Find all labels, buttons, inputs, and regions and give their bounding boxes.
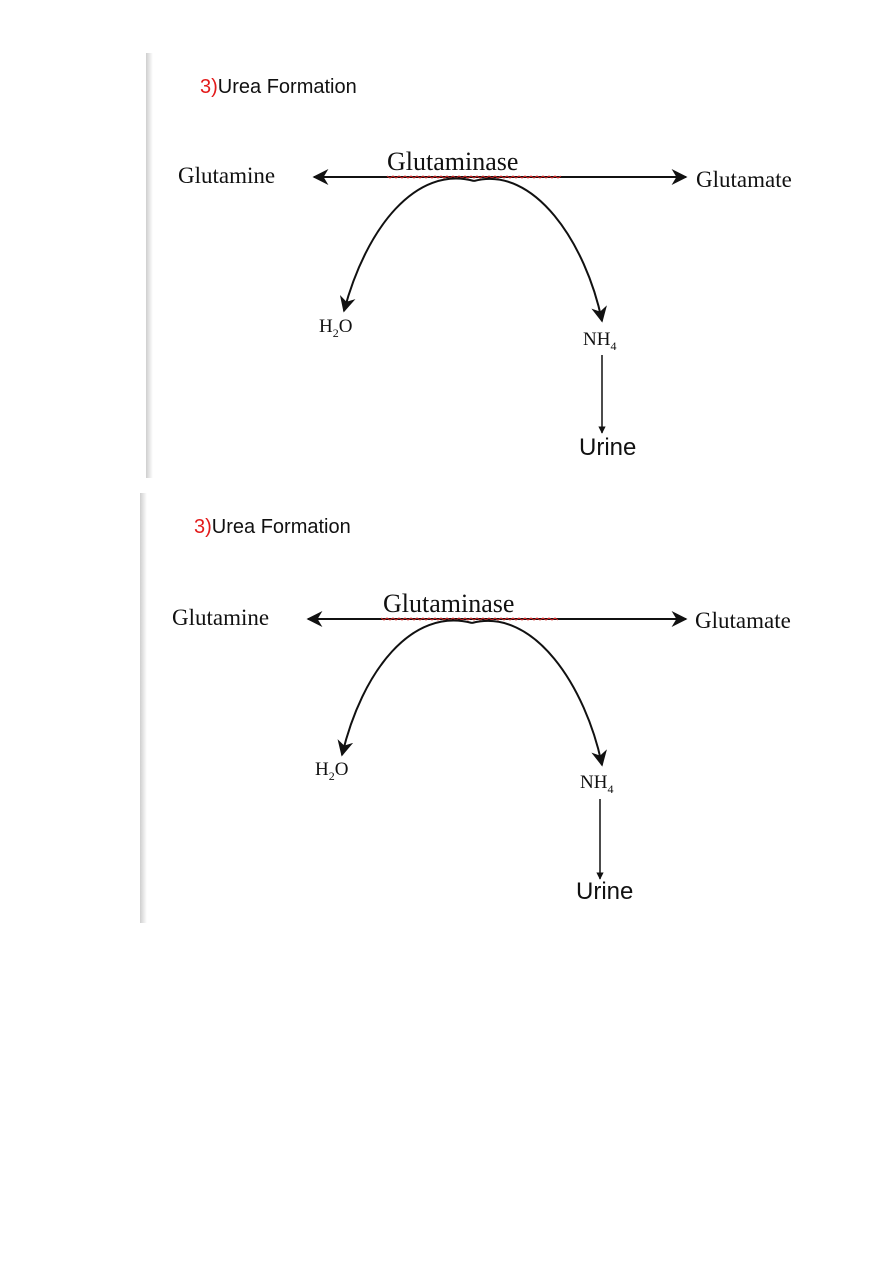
enzyme-label: Glutaminase <box>383 589 514 618</box>
product-label: Glutamate <box>695 608 791 633</box>
reaction-figure-2: 3)Urea Formation Glutamine Glutaminase G… <box>140 493 830 923</box>
excretion-label: Urine <box>576 878 633 905</box>
curved-arrow-ammonium <box>473 178 607 323</box>
figure-title: 3)Urea Formation <box>194 516 351 539</box>
water-label: H2O <box>319 316 352 340</box>
curved-arrow-ammonium <box>471 620 607 767</box>
spellcheck-underline <box>380 617 559 621</box>
excretion-label: Urine <box>579 434 636 461</box>
title-text: Urea Formation <box>211 516 351 538</box>
product-label: Glutamate <box>696 167 792 192</box>
water-label: H2O <box>315 759 348 783</box>
figure-left-border <box>146 53 153 478</box>
ammonium-label: NH4 <box>580 772 613 796</box>
title-number: 3) <box>194 516 212 538</box>
substrate-label: Glutamine <box>178 163 275 188</box>
title-number: 3) <box>200 76 218 98</box>
spellcheck-underline <box>386 175 562 179</box>
reaction-diagram: Glutamine Glutaminase Glutamate H2O NH4 … <box>172 589 791 905</box>
substrate-label: Glutamine <box>172 605 269 630</box>
figure-left-border <box>140 493 147 923</box>
reaction-diagram: Glutamine Glutaminase Glutamate H2O NH4 … <box>178 147 792 461</box>
title-text: Urea Formation <box>217 76 357 98</box>
enzyme-label: Glutaminase <box>387 147 518 176</box>
curved-arrow-water <box>339 177 475 313</box>
reaction-figure-1: 3)Urea Formation Glutamine Glutaminase G… <box>146 53 826 478</box>
ammonium-label: NH4 <box>583 329 616 353</box>
figure-title: 3)Urea Formation <box>200 76 357 99</box>
curved-arrow-water <box>337 619 473 757</box>
